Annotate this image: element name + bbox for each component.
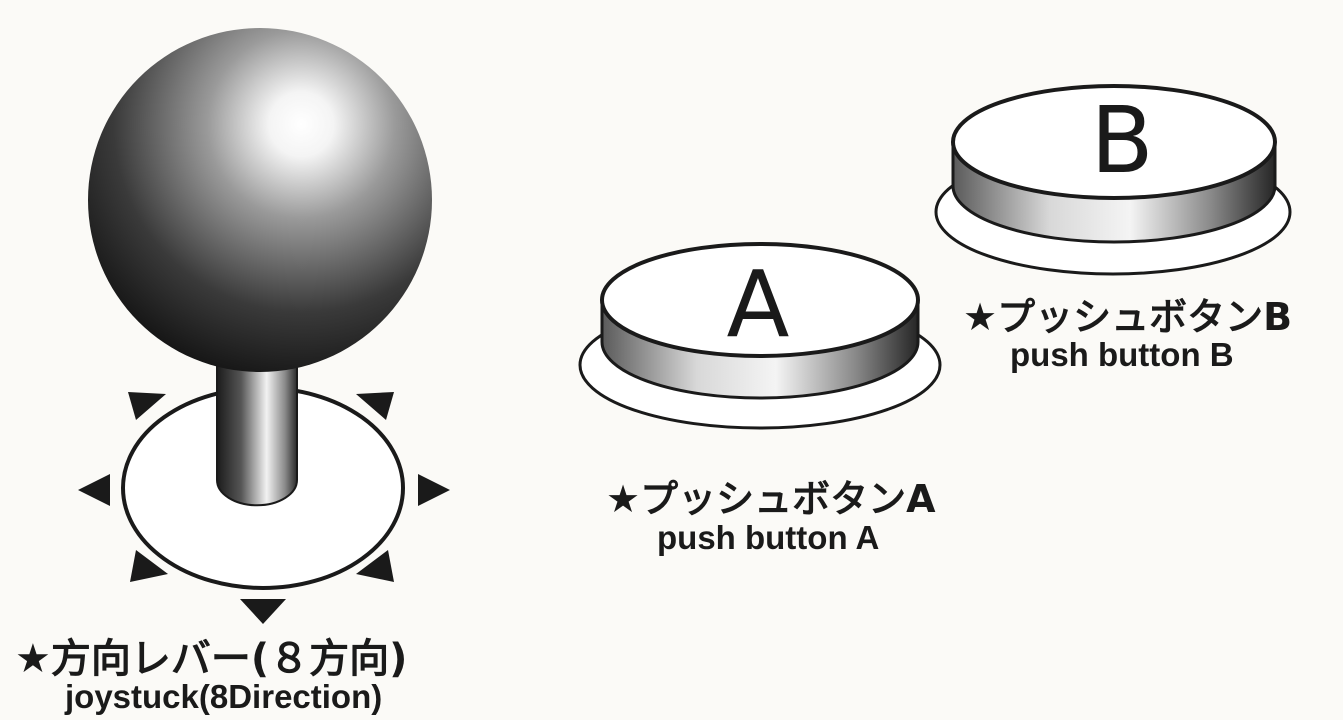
- arrow-down-left-icon: [130, 550, 168, 582]
- joystick-label-en: joystuck(8Direction): [64, 678, 382, 715]
- arrow-left-icon: [78, 474, 110, 506]
- arrow-up-right-icon: [356, 392, 394, 420]
- button-a-letter: A: [727, 251, 790, 358]
- arrow-up-left-icon: [128, 392, 166, 420]
- arrow-right-icon: [418, 474, 450, 506]
- push-button-a[interactable]: A: [578, 242, 942, 430]
- joystick-shaft: [216, 329, 298, 507]
- joystick-label-ja: ★方向レバー(８方向): [15, 636, 407, 682]
- button-a-label-ja: ★プッシュボタンA: [606, 477, 936, 521]
- button-b-letter: B: [1090, 87, 1153, 194]
- joystick-ball: [88, 28, 432, 372]
- button-a-cap: [600, 242, 920, 358]
- direction-arrows: [78, 392, 450, 624]
- arrow-down-icon: [240, 599, 286, 624]
- joystick[interactable]: [78, 28, 450, 624]
- button-b-label-en: push button B: [1010, 336, 1234, 373]
- button-b-cap: [951, 84, 1277, 200]
- arrow-down-right-icon: [356, 550, 394, 582]
- button-b-label-ja: ★プッシュボタンB: [963, 295, 1292, 339]
- button-a-label-en: push button A: [657, 519, 879, 556]
- push-button-b[interactable]: B: [934, 84, 1292, 276]
